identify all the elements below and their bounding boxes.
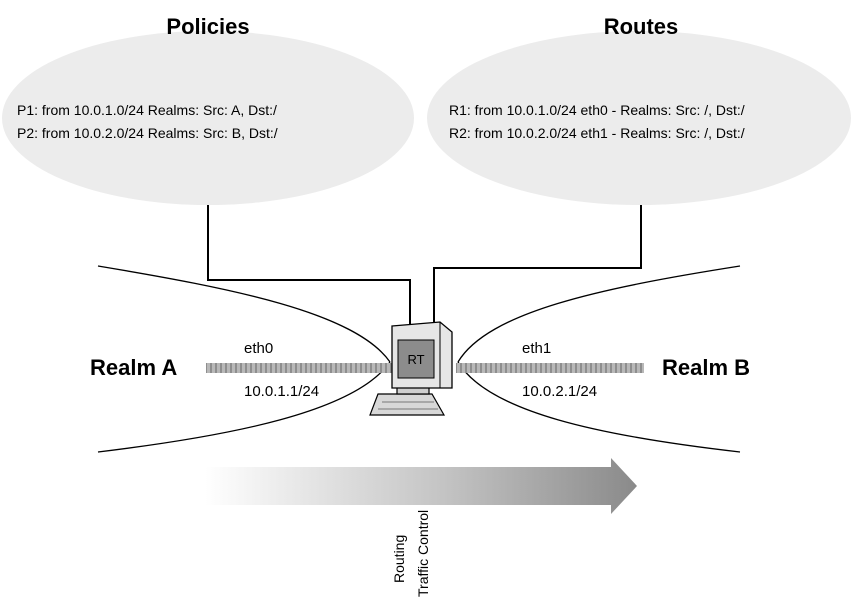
policy-line-1: P1: from 10.0.1.0/24 Realms: Src: A, Dst… (17, 102, 277, 118)
eth0-address: 10.0.1.1/24 (244, 383, 319, 400)
route-line-1: R1: from 10.0.1.0/24 eth0 - Realms: Src:… (449, 102, 745, 118)
realm-b-boundary-upper (457, 265, 741, 363)
policies-cloud (2, 31, 414, 205)
realm-b-label: Realm B (662, 355, 750, 380)
traffic-flow-arrow (205, 458, 637, 514)
routing-label: Routing (391, 535, 407, 583)
traffic-control-label: Traffic Control (415, 510, 431, 597)
policy-line-2: P2: from 10.0.2.0/24 Realms: Src: B, Dst… (17, 125, 278, 141)
eth1-link (456, 363, 644, 373)
eth1-label: eth1 (522, 340, 551, 357)
realm-a-label: Realm A (90, 355, 177, 380)
realm-a-boundary-lower (97, 361, 391, 453)
policies-connector (207, 205, 411, 325)
realm-a-boundary-upper (97, 265, 391, 363)
eth0-link (206, 363, 392, 373)
routes-title: Routes (604, 14, 679, 39)
router-label: RT (407, 352, 424, 367)
route-line-2: R2: from 10.0.2.0/24 eth1 - Realms: Src:… (449, 125, 745, 141)
policies-title: Policies (166, 14, 249, 39)
eth0-label: eth0 (244, 340, 273, 357)
routes-connector (433, 205, 642, 325)
eth1-address: 10.0.2.1/24 (522, 383, 597, 400)
realm-b-boundary-lower (457, 361, 741, 453)
routes-cloud (427, 31, 851, 205)
router-computer-icon: RT (369, 321, 453, 416)
